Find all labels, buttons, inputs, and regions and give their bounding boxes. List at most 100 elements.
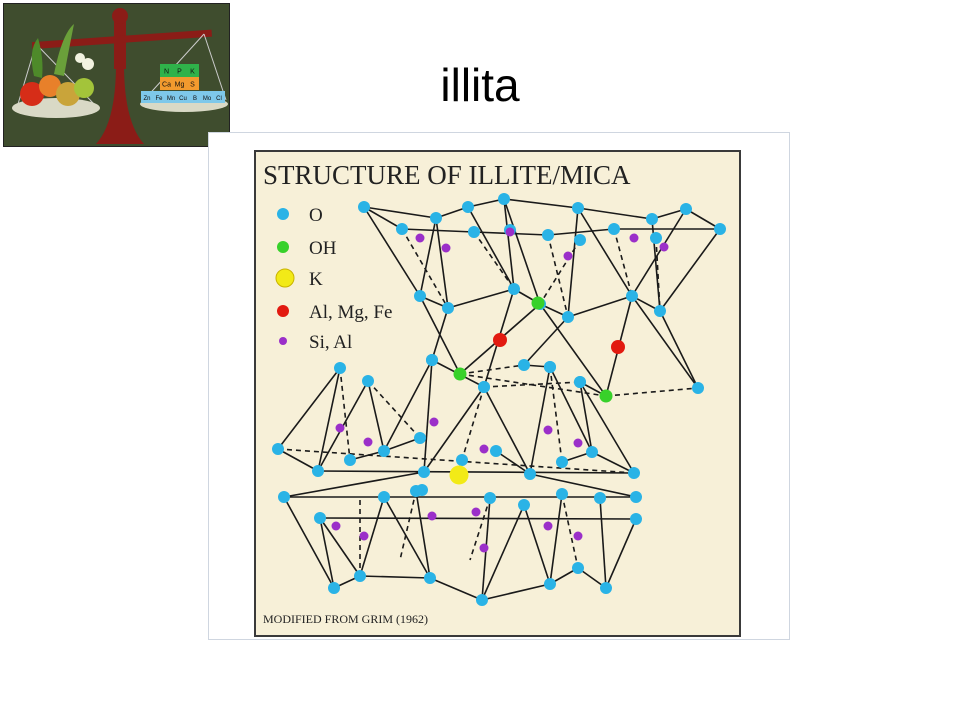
bond-line bbox=[539, 239, 581, 305]
bond-line bbox=[459, 364, 525, 375]
illite-structure-diagram: STRUCTURE OF ILLITE/MICA O OH K Al, Mg, … bbox=[254, 150, 741, 637]
legend-swatch-k bbox=[275, 268, 295, 288]
bond-line bbox=[483, 386, 531, 475]
si-al-atom bbox=[415, 233, 425, 243]
bond-line bbox=[401, 228, 449, 309]
oxygen-atom bbox=[426, 354, 438, 366]
si-al-atom bbox=[427, 511, 437, 521]
si-al-atom bbox=[471, 507, 481, 517]
diagram-background bbox=[254, 150, 741, 637]
bond-line bbox=[317, 470, 635, 474]
oxygen-atom bbox=[608, 223, 620, 235]
si-al-atom bbox=[441, 243, 451, 253]
svg-text:Mn: Mn bbox=[167, 96, 175, 102]
oxygen-atom bbox=[572, 562, 584, 574]
bond-line bbox=[631, 208, 687, 297]
bond-line bbox=[529, 473, 637, 498]
si-al-atom bbox=[359, 531, 369, 541]
bond-line bbox=[549, 366, 563, 463]
legend-swatch-oh bbox=[277, 241, 289, 253]
si-al-atom bbox=[335, 423, 345, 433]
bond-line bbox=[423, 386, 485, 473]
svg-text:Mo: Mo bbox=[203, 96, 212, 102]
bond-line bbox=[319, 517, 361, 577]
svg-text:Zn: Zn bbox=[143, 96, 150, 102]
si-al-atom bbox=[429, 417, 439, 427]
bond-line bbox=[495, 450, 531, 475]
bond-line bbox=[549, 493, 563, 585]
bond-line bbox=[319, 517, 335, 589]
oxygen-atom bbox=[654, 305, 666, 317]
oxygen-atom bbox=[586, 446, 598, 458]
oxygen-atom bbox=[556, 488, 568, 500]
al-mg-fe-atom bbox=[493, 333, 507, 347]
svg-text:Mg: Mg bbox=[175, 82, 185, 89]
oxygen-atom bbox=[574, 234, 586, 246]
bond-line bbox=[577, 207, 633, 297]
bond-line bbox=[277, 367, 341, 450]
bond-line bbox=[481, 504, 525, 601]
bond-line bbox=[277, 448, 319, 472]
oxygen-atom bbox=[646, 213, 658, 225]
bond-line bbox=[549, 366, 593, 453]
bond-line bbox=[591, 451, 635, 474]
bond-line bbox=[467, 206, 515, 290]
si-al-atom bbox=[573, 531, 583, 541]
bond-line bbox=[529, 366, 551, 475]
si-al-atom bbox=[659, 242, 669, 252]
bond-line bbox=[363, 206, 437, 219]
bond-line bbox=[277, 448, 635, 474]
oxygen-atom bbox=[378, 445, 390, 457]
svg-text:Cl: Cl bbox=[216, 96, 222, 102]
svg-text:N: N bbox=[164, 69, 169, 76]
svg-text:P: P bbox=[177, 69, 182, 76]
si-al-atom bbox=[479, 444, 489, 454]
bond-line bbox=[503, 198, 515, 290]
bond-lines bbox=[277, 198, 721, 601]
bond-line bbox=[631, 295, 699, 389]
potassium-atom bbox=[449, 465, 469, 485]
oxygen-atom bbox=[442, 302, 454, 314]
oxygen-atom bbox=[544, 361, 556, 373]
oxygen-atom bbox=[358, 201, 370, 213]
bond-line bbox=[599, 497, 607, 589]
bond-line bbox=[659, 310, 699, 389]
si-al-atom bbox=[331, 521, 341, 531]
oxygen-atom bbox=[490, 445, 502, 457]
oxygen-atom bbox=[414, 290, 426, 302]
oxygen-atom bbox=[418, 466, 430, 478]
bond-line bbox=[523, 316, 569, 366]
legend-label-k: K bbox=[309, 269, 323, 290]
balance-scale-icon: N P K Ca Mg S Zn Fe Mn Cu B Mo Cl bbox=[4, 4, 229, 146]
oxygen-atom bbox=[680, 203, 692, 215]
bond-line bbox=[481, 583, 551, 601]
bond-line bbox=[431, 307, 449, 361]
bond-line bbox=[503, 198, 579, 209]
atoms bbox=[272, 193, 726, 606]
oxygen-atom bbox=[508, 283, 520, 295]
oxygen-atom bbox=[562, 311, 574, 323]
legend-swatch-al-mg-fe bbox=[277, 305, 289, 317]
bond-line bbox=[605, 518, 637, 589]
bond-line bbox=[579, 381, 635, 474]
si-al-atom bbox=[543, 521, 553, 531]
bond-line bbox=[383, 359, 433, 452]
legend-swatch-o bbox=[277, 208, 289, 220]
legend-swatch-si-al bbox=[279, 337, 287, 345]
svg-text:Cu: Cu bbox=[179, 96, 187, 102]
oxygen-atom bbox=[278, 491, 290, 503]
bond-line bbox=[523, 504, 551, 585]
bond-line bbox=[339, 367, 351, 461]
bond-line bbox=[469, 497, 491, 561]
oxygen-atom bbox=[630, 491, 642, 503]
svg-text:Fe: Fe bbox=[155, 96, 163, 102]
svg-text:K: K bbox=[190, 69, 195, 76]
oxygen-atom bbox=[544, 578, 556, 590]
bond-line bbox=[423, 359, 433, 473]
si-al-atom bbox=[573, 438, 583, 448]
si-al-atom bbox=[363, 437, 373, 447]
oxygen-atom bbox=[498, 193, 510, 205]
diagram-credit: MODIFIED FROM GRIM (1962) bbox=[263, 612, 428, 626]
oxygen-atom bbox=[334, 362, 346, 374]
bond-line bbox=[447, 288, 515, 309]
